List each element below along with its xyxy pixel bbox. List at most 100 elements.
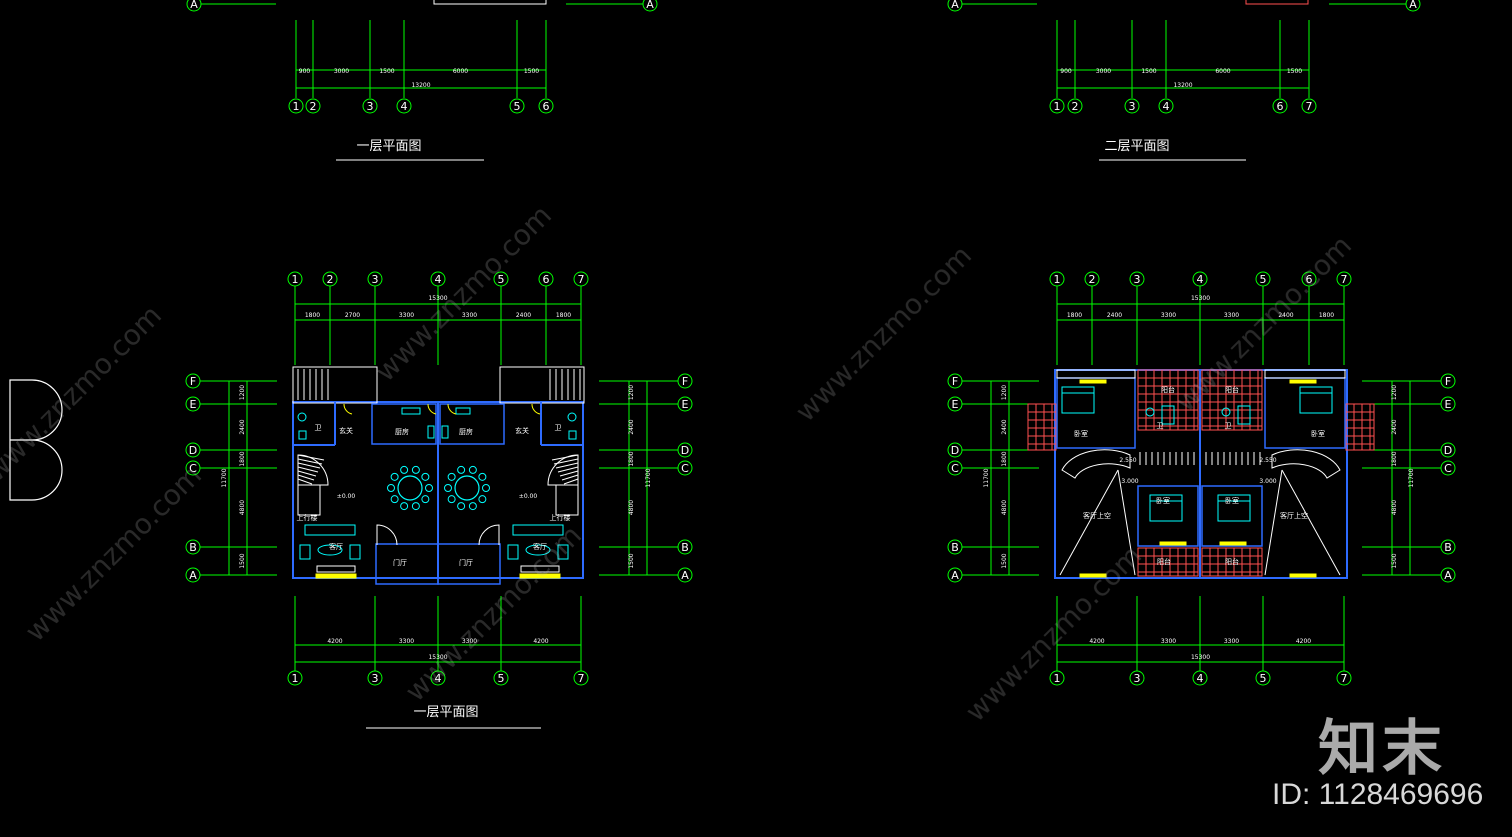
watermark-text: www.znzmo.com xyxy=(0,299,168,488)
stove-icon xyxy=(455,407,471,415)
armchair-icon xyxy=(299,544,311,560)
stair-tread xyxy=(297,478,313,485)
entry-door-swing xyxy=(376,524,398,546)
chair-icon xyxy=(421,472,430,481)
dimension-text: 4200 xyxy=(1089,638,1104,645)
fridge-icon xyxy=(427,425,435,439)
dimension-total: 15300 xyxy=(1191,654,1210,661)
grid-bubble-4: 4 xyxy=(396,98,412,114)
grid-bubble-row-E: E xyxy=(1440,396,1456,412)
bedroom-mid-left xyxy=(1137,485,1199,547)
grid-bubble-label: B xyxy=(681,541,689,554)
grid-bubble-label: 1 xyxy=(292,273,299,286)
bathroom-tiles-right xyxy=(1201,369,1263,431)
armchair-icon xyxy=(507,544,519,560)
dimension-text: 2400 xyxy=(1391,419,1398,434)
grid-bubble-label: 5 xyxy=(1260,273,1267,286)
entry-door-swing xyxy=(478,524,500,546)
window xyxy=(1289,573,1317,578)
section-mark-outline xyxy=(9,379,63,501)
grid-bubble-top-5: 5 xyxy=(1255,271,1271,287)
grid-bubble-6: 6 xyxy=(1272,98,1288,114)
grid-bubble-circle xyxy=(1301,98,1317,114)
room-label: 门厅 xyxy=(393,558,407,567)
dimension-text: 4200 xyxy=(533,638,548,645)
sofa-icon xyxy=(304,524,356,536)
grid-bubble-label: B xyxy=(951,541,959,554)
chair-icon xyxy=(457,465,466,474)
grid-bubble-label: 5 xyxy=(498,273,505,286)
dimension-text: 1800 xyxy=(305,312,320,319)
chair-icon xyxy=(387,484,395,492)
stair-tread xyxy=(557,466,579,473)
window-sill xyxy=(520,565,560,573)
room-label: 卧室 xyxy=(1225,496,1239,505)
watermark-text: www.znzmo.com xyxy=(959,539,1148,728)
balcony-tiles-bottom-left xyxy=(1137,547,1199,577)
grid-bubble-label: 3 xyxy=(1134,273,1141,286)
balcony-tiles-right xyxy=(1345,403,1375,451)
grid-bubble-label: D xyxy=(681,444,689,457)
bed-icon xyxy=(1149,494,1183,522)
toilet-icon xyxy=(1145,407,1155,417)
stair-tread xyxy=(555,462,579,469)
dimension-total: 11700 xyxy=(1408,468,1415,487)
room-label: 卫 xyxy=(555,424,562,432)
grid-bubble-label: E xyxy=(1445,398,1452,411)
grid-bubble-label: 6 xyxy=(1306,273,1313,286)
window xyxy=(1079,379,1107,384)
grid-bubble-label: C xyxy=(681,462,689,475)
room-label: 厨房 xyxy=(459,427,473,436)
sink-icon xyxy=(298,430,307,440)
dimension-text: 3300 xyxy=(462,638,477,645)
grid-bubble-row-D: D xyxy=(677,442,693,458)
window-sill xyxy=(316,565,356,573)
void-line xyxy=(1281,469,1341,576)
chair-icon xyxy=(478,495,487,504)
plan-title-top-left: 一层平面图 xyxy=(356,139,421,154)
grid-bubble-bottom-3: 3 xyxy=(1129,670,1145,686)
room-label: 上行楼 xyxy=(297,513,318,522)
window xyxy=(1289,379,1317,384)
grid-bubble-label: 7 xyxy=(1341,273,1348,286)
dimension-text: 3300 xyxy=(1224,312,1239,319)
grid-bubble-row-A: A xyxy=(677,567,693,583)
dimension-total: 13200 xyxy=(1173,82,1192,89)
grid-bubble-bottom-5: 5 xyxy=(493,670,509,686)
dimension-text: 4800 xyxy=(1001,500,1008,515)
dimension-text: 1800 xyxy=(628,451,635,466)
grid-bubble-row-D: D xyxy=(185,442,201,458)
stair-tread xyxy=(297,462,321,469)
dimension-total: 15300 xyxy=(428,295,447,302)
grid-bubble-label: D xyxy=(189,444,197,457)
door-swing xyxy=(447,403,457,415)
grid-bubble-label: F xyxy=(190,375,196,388)
grid-bubble-label: F xyxy=(1445,375,1451,388)
grid-bubble-circle xyxy=(1272,98,1288,114)
grid-bubble-label: A xyxy=(189,569,197,582)
dimension-text: 1500 xyxy=(1287,68,1302,75)
grid-bubble-bottom-7: 7 xyxy=(1336,670,1352,686)
dimension-total: 13200 xyxy=(411,82,430,89)
grid-bubble-top-7: 7 xyxy=(1336,271,1352,287)
grid-bubble-top-2: 2 xyxy=(1084,271,1100,287)
dimension-text: 900 xyxy=(299,68,311,75)
grid-bubble-row-A: A xyxy=(185,567,201,583)
grid-bubble-label: C xyxy=(951,462,959,475)
bed-icon xyxy=(1061,386,1095,414)
stair-tread xyxy=(297,466,319,473)
dimension-total: 15300 xyxy=(1191,295,1210,302)
partial-wall xyxy=(1245,0,1309,5)
dimension-text: 2400 xyxy=(239,419,246,434)
grid-bubble-circle xyxy=(538,98,554,114)
grid-bubble-row-A: A xyxy=(642,0,658,12)
chair-icon xyxy=(390,472,399,481)
grid-bubble-row-B: B xyxy=(1440,539,1456,555)
dimension-text: 900 xyxy=(1060,68,1072,75)
chair-icon xyxy=(468,502,477,511)
grid-bubble-label: 1 xyxy=(1054,273,1061,286)
grid-bubble-circle xyxy=(1124,98,1140,114)
stair-tread xyxy=(297,474,315,481)
grid-bubble-row-C: C xyxy=(1440,460,1456,476)
grid-bubble-2: 2 xyxy=(305,98,321,114)
